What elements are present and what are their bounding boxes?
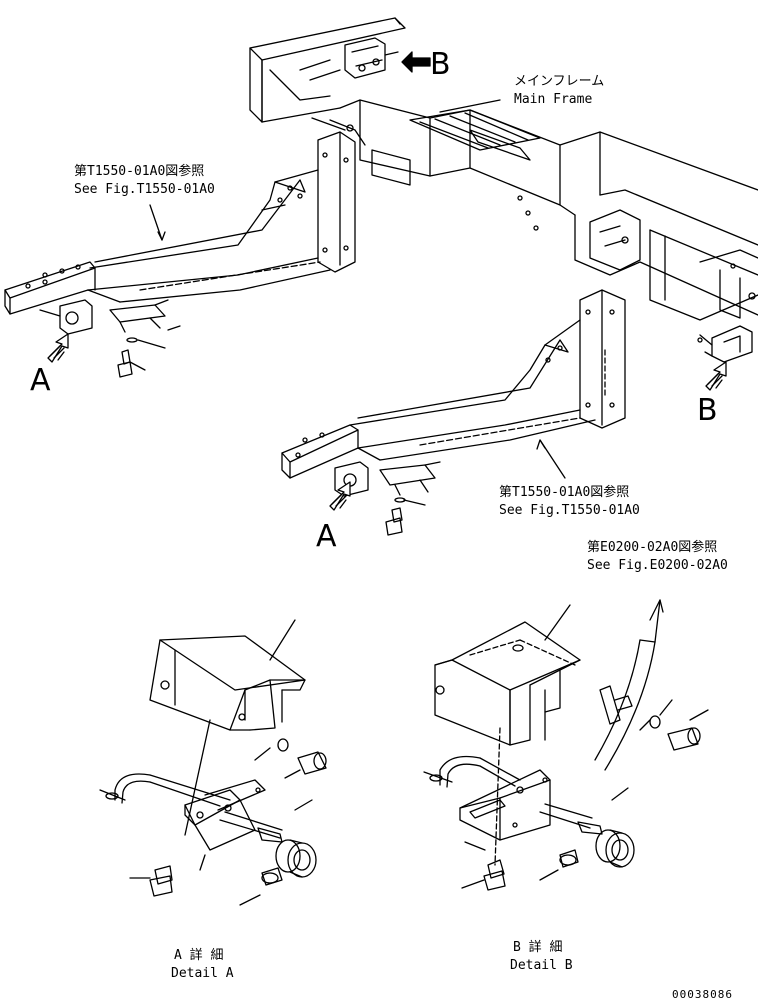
detail-b-caption-en: Detail B <box>510 958 573 973</box>
ref-t1550-top-en: See Fig.T1550-01A0 <box>74 182 215 197</box>
left-step-frame <box>5 132 355 377</box>
main-frame-label-jp: メインフレーム <box>514 74 605 89</box>
detail-b-caption-jp: B 詳 細 <box>513 940 563 955</box>
view-letter-b-right: B <box>697 393 718 428</box>
view-letter-a-bottom: A <box>316 519 337 554</box>
ref-t1550-bottom-en: See Fig.T1550-01A0 <box>499 503 640 518</box>
ref-e0200-jp: 第E0200-02A0図参照 <box>587 540 718 555</box>
ref-e0200-en: See Fig.E0200-02A0 <box>587 558 728 573</box>
view-arrows <box>48 52 726 510</box>
right-step-frame <box>282 290 625 535</box>
view-letter-a-left: A <box>30 363 51 398</box>
main-frame-label-en: Main Frame <box>514 92 593 107</box>
detail-a-assembly <box>100 620 326 905</box>
detail-b-assembly <box>424 600 708 890</box>
detail-a-caption-en: Detail A <box>171 966 234 981</box>
ref-t1550-top-jp: 第T1550-01A0図参照 <box>74 164 205 179</box>
detail-a-caption-jp: A 詳 細 <box>174 948 224 963</box>
document-number: 00038086 <box>672 988 733 1001</box>
main-frame <box>250 18 758 362</box>
ref-t1550-bottom-jp: 第T1550-01A0図参照 <box>499 485 630 500</box>
view-letter-b-top: B <box>430 47 451 82</box>
